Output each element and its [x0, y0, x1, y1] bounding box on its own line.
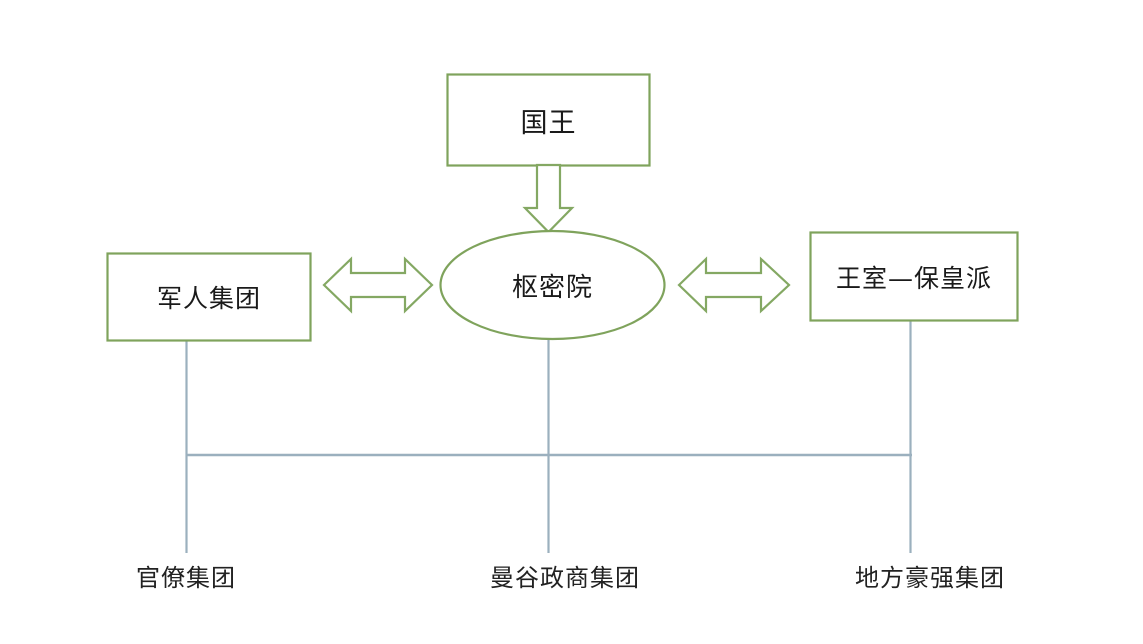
- node-king-label: 国王: [520, 107, 577, 139]
- node-privy-council-label: 枢密院: [511, 272, 593, 303]
- arrow-privy-council-to-royalist: [677, 256, 791, 314]
- node-king-box[interactable]: [446, 73, 651, 167]
- node-royalist-faction-label: 王室—保皇派: [835, 263, 992, 293]
- arrow-king-to-privy-council: [522, 163, 575, 234]
- node-privy-council-ellipse[interactable]: [439, 229, 666, 341]
- node-military-group-label: 军人集团: [156, 284, 261, 313]
- leaf-label-local-strongmen-group: 地方豪强集团: [855, 564, 1005, 592]
- leaf-label-bureaucratic-group: 官僚集团: [136, 564, 236, 592]
- leaf-label-bangkok-business-group: 曼谷政商集团: [490, 564, 640, 592]
- connector-lines: [185, 320, 912, 553]
- arrow-military-to-privy-council: [322, 256, 434, 314]
- node-military-group-box[interactable]: [106, 252, 312, 342]
- node-royalist-faction-box[interactable]: [809, 231, 1019, 322]
